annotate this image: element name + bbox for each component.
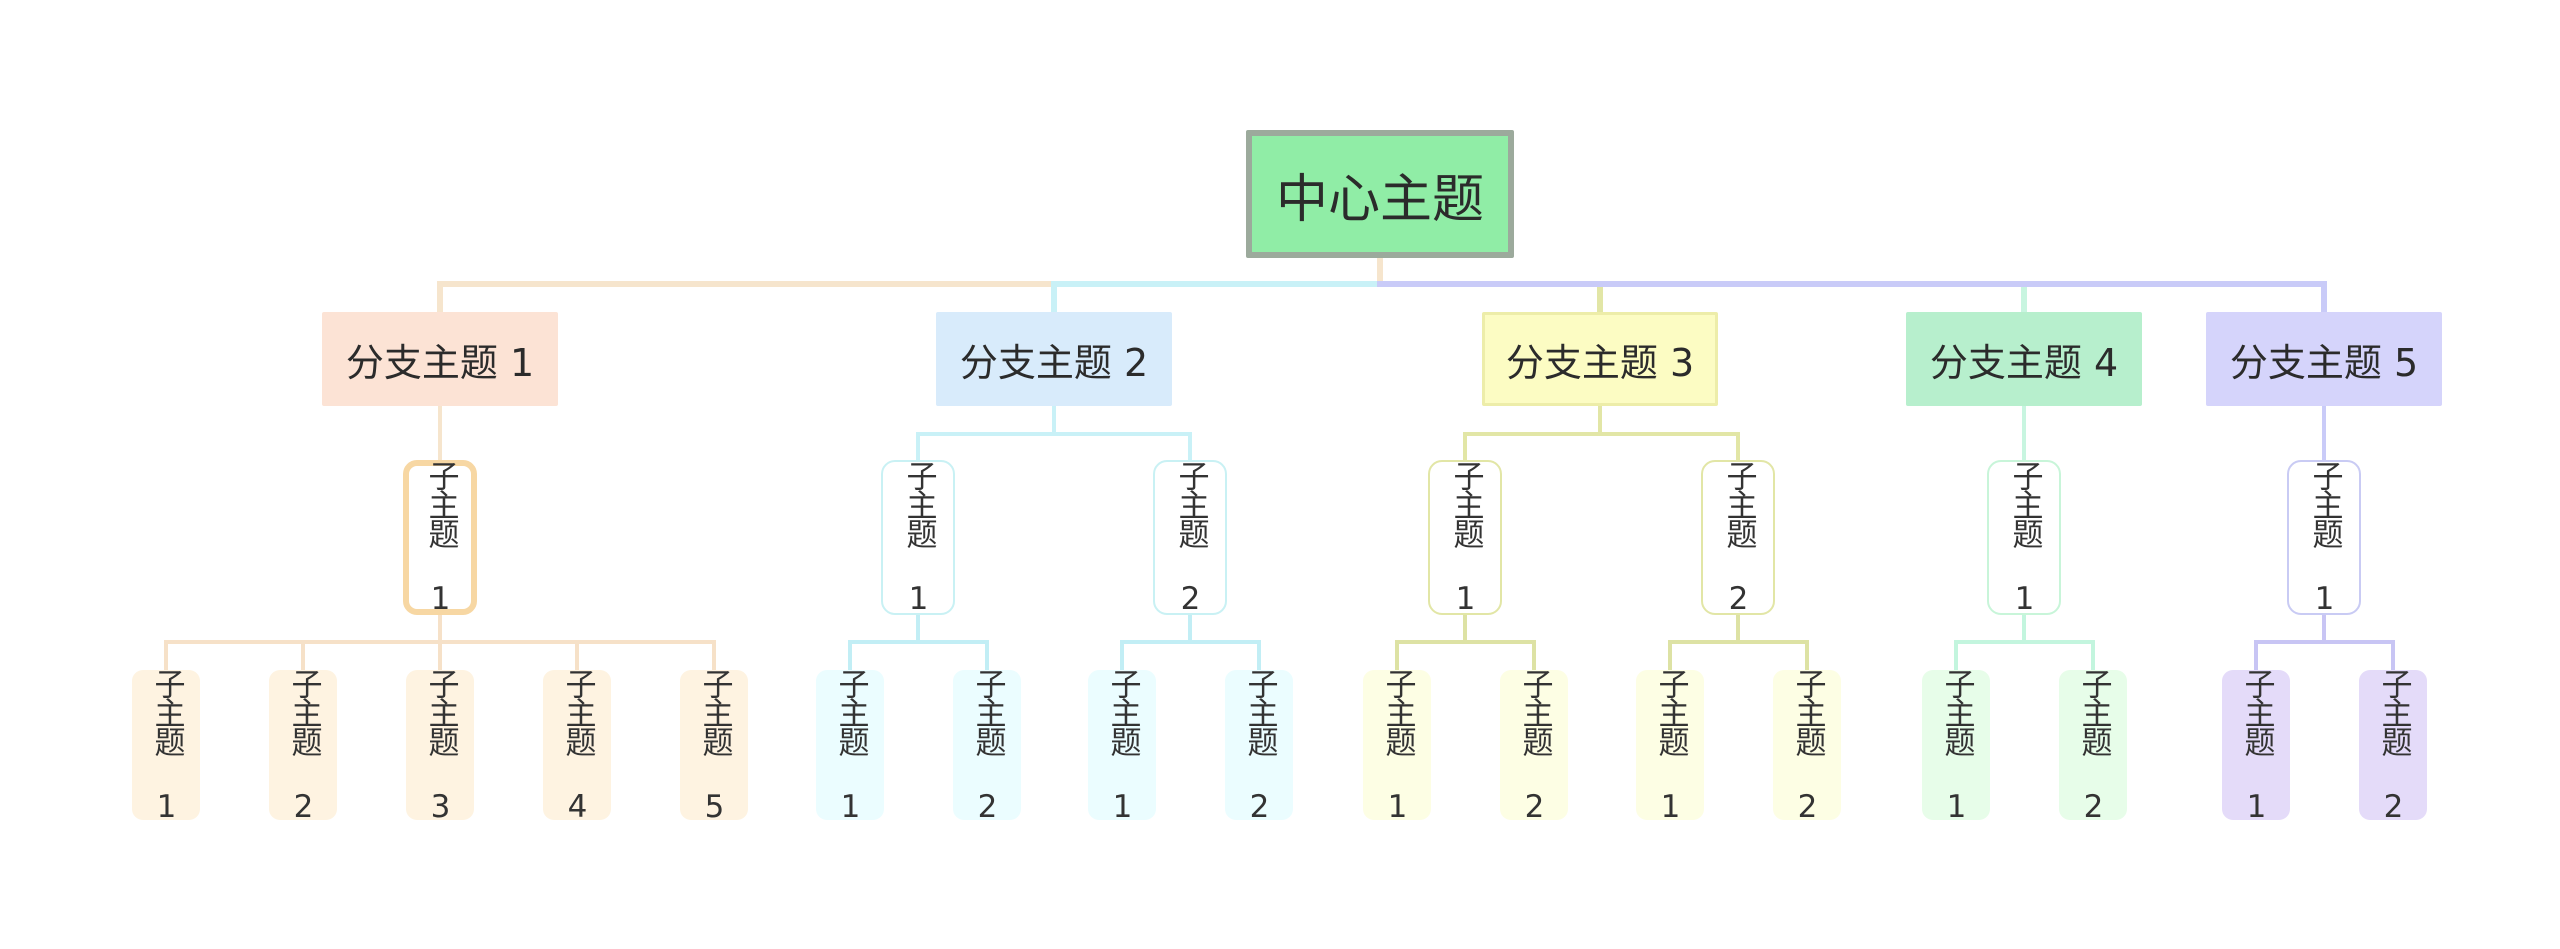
branch-topic-4[interactable]: 分支主题 4 <box>1906 312 2142 406</box>
leaf-subtopic[interactable]: 子主题 2 <box>2059 668 2127 823</box>
leaf-subtopic[interactable]: 子主题 2 <box>953 668 1021 823</box>
branch-topic-5[interactable]: 分支主题 5 <box>2206 312 2442 406</box>
leaf-subtopic[interactable]: 子主题 1 <box>1363 668 1431 823</box>
branch-topic-3[interactable]: 分支主题 3 <box>1482 312 1718 406</box>
branch-topic-1[interactable]: 分支主题 1 <box>322 312 558 406</box>
subtopic-b3-2[interactable]: 子主题 2 <box>1701 460 1775 615</box>
subtopic-b5-1[interactable]: 子主题 1 <box>2287 460 2361 615</box>
leaf-subtopic[interactable]: 子主题 2 <box>269 668 337 823</box>
leaf-subtopic[interactable]: 子主题 1 <box>132 668 200 823</box>
leaf-subtopic[interactable]: 子主题 2 <box>1773 668 1841 823</box>
central-topic[interactable]: 中心主题 <box>1246 130 1514 258</box>
leaf-subtopic[interactable]: 子主题 1 <box>1636 668 1704 823</box>
leaf-subtopic[interactable]: 子主题 1 <box>816 668 884 823</box>
leaf-subtopic[interactable]: 子主题 3 <box>406 668 474 823</box>
subtopic-b3-1[interactable]: 子主题 1 <box>1428 460 1502 615</box>
leaf-subtopic[interactable]: 子主题 2 <box>1500 668 1568 823</box>
subtopic-b2-1[interactable]: 子主题 1 <box>881 460 955 615</box>
leaf-subtopic[interactable]: 子主题 4 <box>543 668 611 823</box>
subtopic-b2-2[interactable]: 子主题 2 <box>1153 460 1227 615</box>
leaf-subtopic[interactable]: 子主题 5 <box>680 668 748 823</box>
branch-topic-2[interactable]: 分支主题 2 <box>936 312 1172 406</box>
leaf-subtopic[interactable]: 子主题 1 <box>2222 668 2290 823</box>
subtopic-b4-1[interactable]: 子主题 1 <box>1987 460 2061 615</box>
leaf-subtopic[interactable]: 子主题 2 <box>2359 668 2427 823</box>
leaf-subtopic[interactable]: 子主题 1 <box>1922 668 1990 823</box>
leaf-subtopic[interactable]: 子主题 2 <box>1225 668 1293 823</box>
subtopic-b1-1[interactable]: 子主题 1 <box>403 460 477 615</box>
leaf-subtopic[interactable]: 子主题 1 <box>1088 668 1156 823</box>
